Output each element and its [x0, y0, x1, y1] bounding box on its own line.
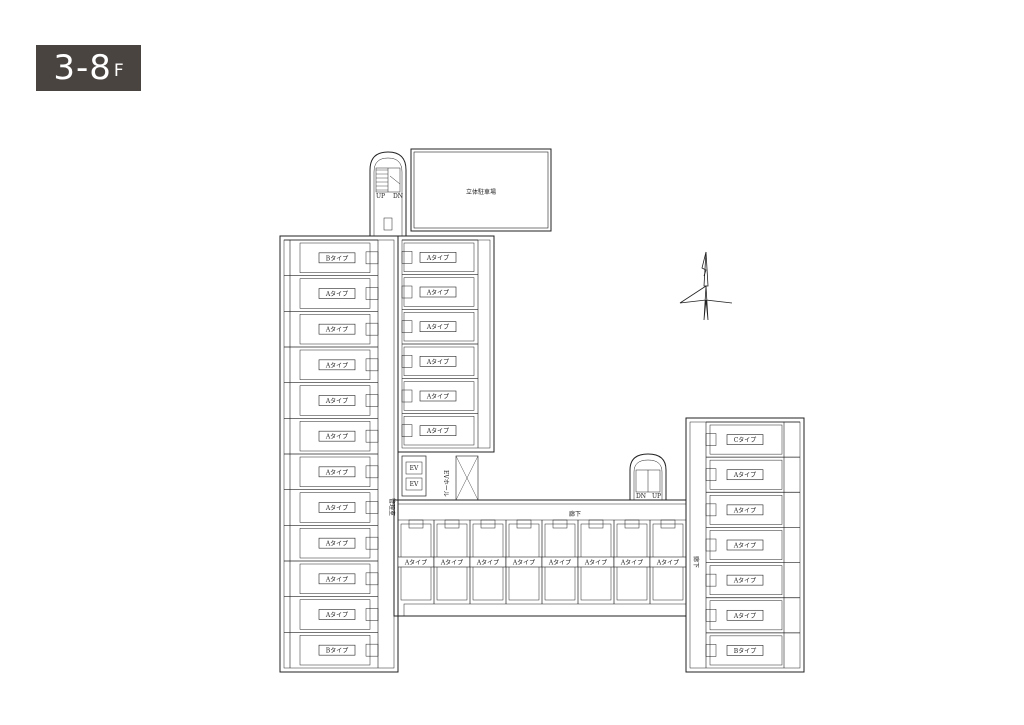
stair-up-label: UP	[376, 193, 385, 200]
svg-text:Aタイプ: Aタイプ	[325, 611, 348, 619]
svg-text:Aタイプ: Aタイプ	[325, 468, 348, 476]
east-stair-up-label: UP	[652, 493, 661, 500]
svg-text:Aタイプ: Aタイプ	[325, 397, 348, 405]
svg-text:Aタイプ: Aタイプ	[325, 575, 348, 583]
svg-text:Aタイプ: Aタイプ	[426, 289, 449, 297]
east-stair-down-label: DN	[636, 493, 646, 500]
unit-south-5: Aタイプ	[541, 556, 579, 568]
svg-text:Aタイプ: Aタイプ	[584, 559, 607, 567]
unit-left-4: Aタイプ	[318, 359, 356, 371]
unit-south-1: Aタイプ	[397, 556, 435, 568]
svg-text:Aタイプ: Aタイプ	[733, 506, 756, 514]
svg-text:Aタイプ: Aタイプ	[325, 326, 348, 334]
stair-down-label: DN	[393, 193, 403, 200]
svg-text:Aタイプ: Aタイプ	[426, 427, 449, 435]
unit-left-6: Aタイプ	[318, 430, 356, 442]
unit-left-9: Aタイプ	[318, 537, 356, 549]
unit-left-5: Aタイプ	[318, 395, 356, 406]
unit-center-3: Aタイプ	[419, 321, 457, 332]
svg-text:Aタイプ: Aタイプ	[404, 559, 427, 567]
unit-center-1: Aタイプ	[419, 252, 457, 263]
unit-left-3: Aタイプ	[318, 323, 356, 335]
svg-text:Bタイプ: Bタイプ	[326, 254, 348, 262]
svg-text:Aタイプ: Aタイプ	[476, 559, 499, 567]
unit-south-8: Aタイプ	[649, 556, 687, 568]
svg-text:Bタイプ: Bタイプ	[734, 647, 756, 655]
unit-right-2: Aタイプ	[726, 469, 764, 481]
svg-text:Cタイプ: Cタイプ	[734, 436, 757, 444]
unit-left-10: Aタイプ	[318, 573, 356, 585]
svg-text:Aタイプ: Aタイプ	[325, 504, 348, 512]
south-wing: 廊下 Aタイプ Aタイプ Aタイプ Aタイプ Aタイプ Aタイプ Aタイプ Aタイプ	[393, 499, 687, 617]
floor-suffix: F	[113, 61, 124, 81]
unit-south-7: Aタイプ	[613, 556, 651, 568]
unit-left-11: Aタイプ	[318, 609, 356, 620]
center-wing: Aタイプ Aタイプ Aタイプ Aタイプ Aタイプ Aタイプ	[397, 235, 495, 453]
unit-right-1: Cタイプ	[726, 434, 764, 445]
unit-right-6: Aタイプ	[726, 609, 764, 621]
unit-left-1: Bタイプ	[318, 252, 356, 264]
svg-text:Aタイプ: Aタイプ	[426, 393, 449, 401]
unit-south-6: Aタイプ	[577, 556, 615, 568]
north-stair: UP DN	[369, 151, 407, 236]
svg-text:Aタイプ: Aタイプ	[426, 323, 449, 331]
elevator-core: EV EV EVホール 管理室	[388, 455, 479, 516]
svg-text:Aタイプ: Aタイプ	[733, 612, 756, 620]
parking-label: 立体駐車場	[466, 188, 496, 196]
svg-text:Aタイプ: Aタイプ	[733, 577, 756, 585]
unit-right-5: Aタイプ	[726, 574, 764, 586]
svg-text:Aタイプ: Aタイプ	[426, 358, 449, 366]
svg-text:Aタイプ: Aタイプ	[620, 559, 643, 567]
east-stair: DN UP	[629, 453, 667, 500]
unit-right-3: Aタイプ	[726, 504, 764, 516]
corridor-right-label: 廊下	[692, 556, 700, 568]
unit-left-8: Aタイプ	[318, 502, 356, 513]
unit-left-12: Bタイプ	[318, 644, 356, 656]
ev-hall-label: EVホール	[442, 470, 449, 497]
floor-number: 3-8	[53, 48, 112, 88]
ev-label-1: EV	[410, 465, 419, 472]
unit-right-7: Bタイプ	[726, 645, 764, 656]
svg-text:Aタイプ: Aタイプ	[733, 542, 756, 550]
svg-text:Aタイプ: Aタイプ	[733, 471, 756, 479]
unit-south-4: Aタイプ	[505, 556, 543, 568]
unit-center-4: Aタイプ	[419, 356, 457, 367]
unit-center-6: Aタイプ	[419, 425, 457, 436]
svg-text:Aタイプ: Aタイプ	[656, 559, 679, 567]
svg-text:Aタイプ: Aタイプ	[512, 559, 535, 567]
corridor-label: 廊下	[569, 510, 581, 518]
ev-label-2: EV	[410, 481, 419, 488]
svg-text:Bタイプ: Bタイプ	[326, 647, 348, 655]
svg-text:Aタイプ: Aタイプ	[325, 361, 348, 369]
unit-right-4: Aタイプ	[726, 539, 764, 551]
unit-south-3: Aタイプ	[469, 556, 507, 568]
svg-text:Aタイプ: Aタイプ	[325, 290, 348, 298]
management-label: 管理室	[388, 498, 396, 516]
right-wing: 廊下 Cタイプ Aタイプ Aタイプ Aタイプ Aタイプ Aタイプ Bタイプ	[685, 417, 805, 673]
compass-icon	[679, 251, 733, 321]
floor-badge: 3-8 F	[36, 45, 141, 91]
unit-center-2: Aタイプ	[419, 286, 457, 298]
parking-structure: 立体駐車場	[410, 148, 552, 232]
svg-text:Aタイプ: Aタイプ	[440, 559, 463, 567]
unit-left-2: Aタイプ	[318, 288, 356, 299]
unit-center-5: Aタイプ	[419, 390, 457, 402]
unit-south-2: Aタイプ	[433, 556, 471, 568]
svg-text:Aタイプ: Aタイプ	[325, 433, 348, 441]
svg-text:Aタイプ: Aタイプ	[325, 540, 348, 548]
svg-text:Aタイプ: Aタイプ	[548, 559, 571, 567]
left-wing: Bタイプ Aタイプ Aタイプ Aタイプ Aタイプ Aタイプ Aタイプ Aタイプ Aタイプ Aタイプ…	[279, 235, 399, 673]
svg-text:Aタイプ: Aタイプ	[426, 254, 449, 262]
unit-left-7: Aタイプ	[318, 466, 356, 478]
